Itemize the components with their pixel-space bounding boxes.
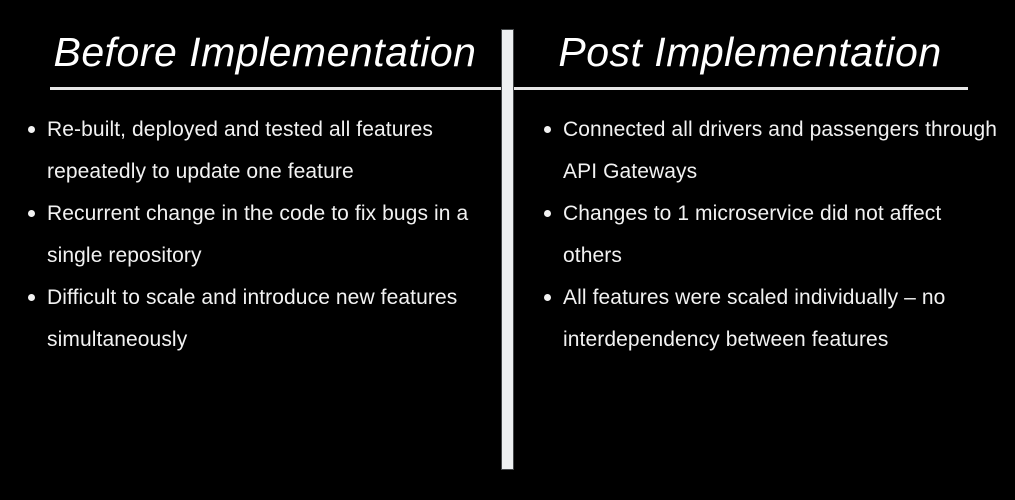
before-implementation-heading: Before Implementation — [53, 29, 477, 75]
post-heading-underline — [514, 87, 968, 90]
vertical-divider-bar — [501, 29, 514, 470]
list-item-line: simultaneously — [47, 328, 188, 351]
list-item-line: All features were scaled individually – … — [563, 286, 946, 309]
before-implementation-list: Re-built, deployed and tested all featur… — [28, 109, 497, 361]
list-item: Changes to 1 microservice did not affect… — [544, 193, 1003, 277]
post-implementation-heading: Post Implementation — [558, 29, 942, 75]
list-item-line: Difficult to scale and introduce new fea… — [47, 286, 458, 309]
list-item: All features were scaled individually – … — [544, 277, 1003, 361]
list-item-line: Changes to 1 microservice did not affect — [563, 202, 942, 225]
post-implementation-list: Connected all drivers and passengers thr… — [544, 109, 1003, 361]
list-item: Re-built, deployed and tested all featur… — [28, 109, 497, 193]
before-heading-underline — [50, 87, 507, 90]
list-item-line: single repository — [47, 244, 202, 267]
list-item: Connected all drivers and passengers thr… — [544, 109, 1003, 193]
list-item-line: repeatedly to update one feature — [47, 160, 354, 183]
list-item: Difficult to scale and introduce new fea… — [28, 277, 497, 361]
list-item-line: Re-built, deployed and tested all featur… — [47, 118, 433, 141]
list-item-line: API Gateways — [563, 160, 698, 183]
list-item-line: Recurrent change in the code to fix bugs… — [47, 202, 469, 225]
list-item-line: interdependency between features — [563, 328, 889, 351]
list-item-line: others — [563, 244, 622, 267]
list-item: Recurrent change in the code to fix bugs… — [28, 193, 497, 277]
list-item-line: Connected all drivers and passengers thr… — [563, 118, 997, 141]
